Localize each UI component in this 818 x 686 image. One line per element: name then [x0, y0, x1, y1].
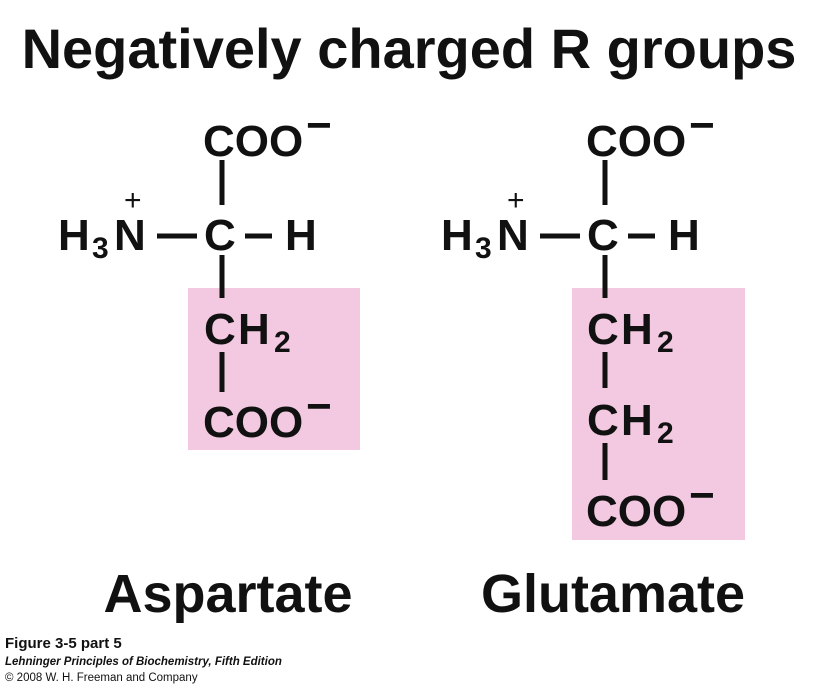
aspartate-structure: COO − + H 3 N C H C H 2 COO − Aspartate — [58, 101, 360, 624]
copyright: © 2008 W. H. Freeman and Company — [5, 672, 198, 684]
methylene-c: C — [587, 396, 619, 445]
amino-n: N — [114, 211, 146, 260]
r-group-highlight — [188, 288, 360, 450]
negative-charge: − — [306, 101, 332, 150]
amino-subscript: 3 — [475, 232, 492, 265]
negative-charge: − — [306, 382, 332, 431]
glutamate-label: Glutamate — [481, 564, 745, 624]
methylene-subscript: 2 — [274, 326, 291, 359]
aspartate-label: Aspartate — [103, 564, 352, 624]
amino-h: H — [441, 211, 473, 260]
side-chain-carboxyl: COO — [203, 398, 303, 447]
carboxyl-group: COO — [586, 117, 686, 166]
carboxyl-group: COO — [203, 117, 303, 166]
negative-charge: − — [689, 101, 715, 150]
methylene-c: C — [587, 305, 619, 354]
methylene-c: C — [204, 305, 236, 354]
methylene-h: H — [621, 396, 653, 445]
amino-n: N — [497, 211, 529, 260]
figure-number: Figure 3-5 part 5 — [5, 635, 122, 652]
alpha-hydrogen: H — [668, 211, 700, 260]
positive-charge: + — [507, 184, 525, 217]
alpha-carbon: C — [587, 211, 619, 260]
side-chain-carboxyl: COO — [586, 487, 686, 536]
glutamate-structure: COO − + H 3 N C H C H 2 C H 2 COO − Glut… — [441, 101, 745, 624]
amino-subscript: 3 — [92, 232, 109, 265]
methylene-subscript: 2 — [657, 417, 674, 450]
alpha-carbon: C — [204, 211, 236, 260]
methylene-h: H — [621, 305, 653, 354]
diagram-title: Negatively charged R groups — [22, 17, 797, 80]
book-title: Lehninger Principles of Biochemistry, Fi… — [5, 656, 282, 668]
r-group-highlight — [572, 288, 745, 540]
amino-h: H — [58, 211, 90, 260]
methylene-h: H — [238, 305, 270, 354]
positive-charge: + — [124, 184, 142, 217]
alpha-hydrogen: H — [285, 211, 317, 260]
methylene-subscript: 2 — [657, 326, 674, 359]
negative-charge: − — [689, 471, 715, 520]
